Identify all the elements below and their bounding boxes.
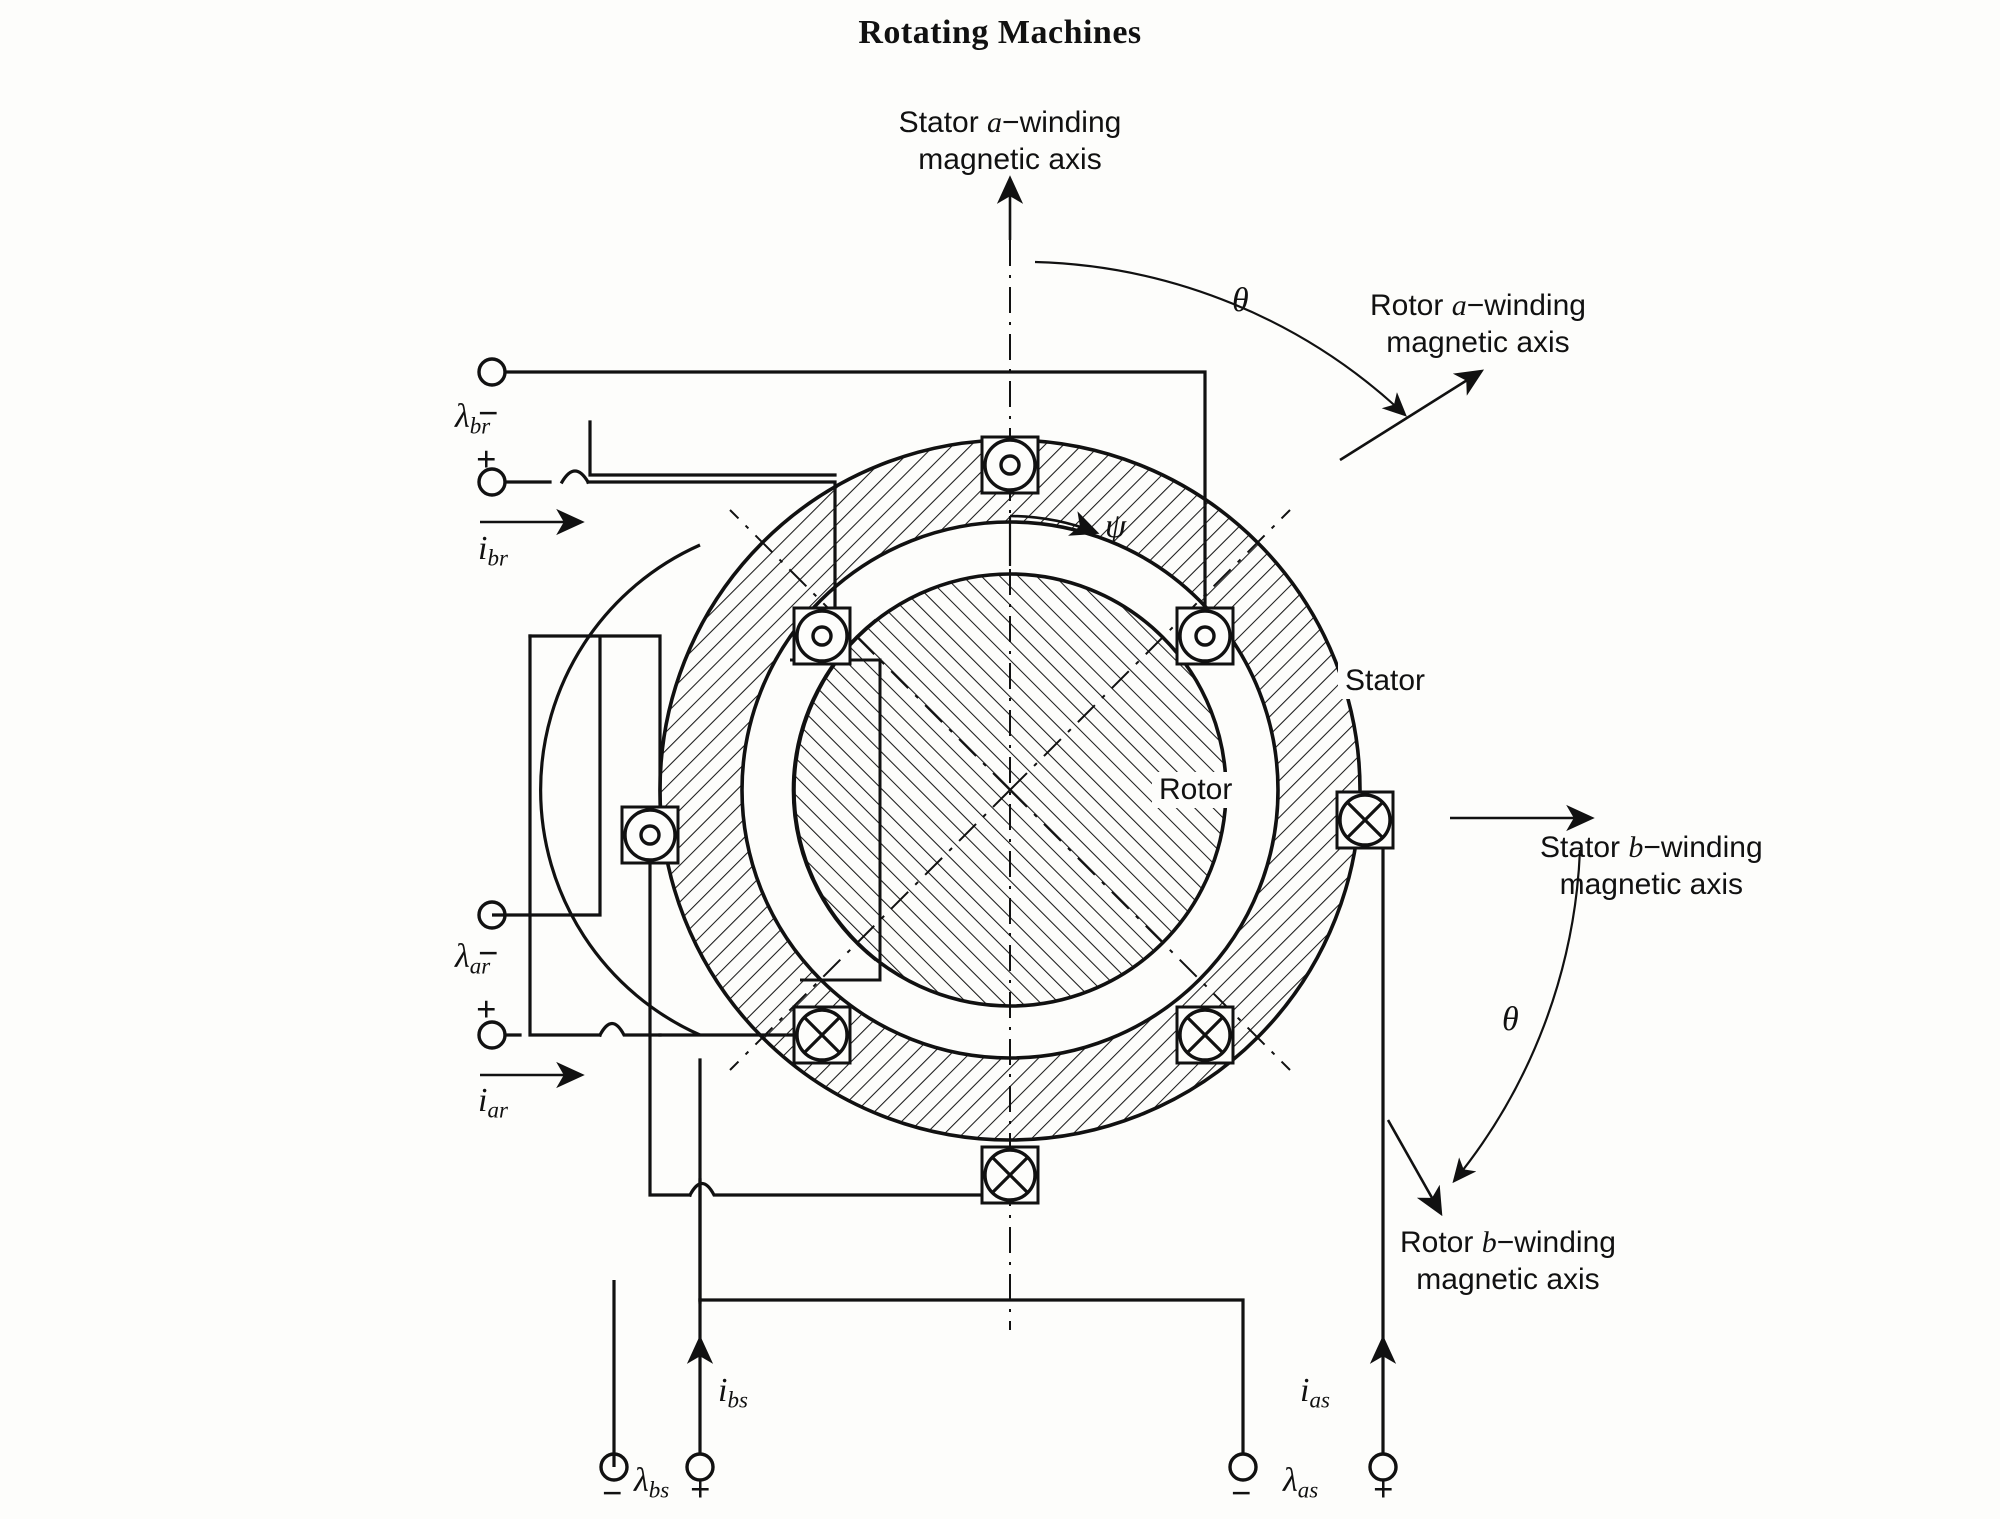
page-title: Rotating Machines [858,14,1142,51]
conductor-bs-cross [1335,790,1395,850]
psi-label: ψ [1105,508,1127,545]
br-minus-sign: − [478,393,499,433]
terminal-ar-plus [477,1020,507,1050]
rotor-a-axis-line1: Rotor a−winding [1370,289,1586,322]
rotor-b-axis-label: Rotor b−winding magnetic axis [1400,1225,1616,1298]
theta-top-label: θ [1232,282,1249,319]
theta-top-arc [1034,260,1407,417]
conductor-markers [620,435,1395,1205]
ar-minus-sign: − [478,933,499,973]
rotor-a-axis-arrow [1339,369,1485,462]
theta-right-label: θ [1502,1001,1519,1038]
i-bs-label: ibs [718,1372,748,1413]
stator-part-label: Stator [1338,663,1433,699]
stator-a-axis-line2: magnetic axis [918,142,1102,176]
conductor-ar-cross [1175,1005,1235,1065]
conductor-bs-dot [620,805,680,865]
rotor-b-axis-line1: Rotor b−winding [1400,1226,1616,1259]
stator-b-axis-label: Stator b−winding magnetic axis [1540,830,1763,903]
as-plus-sign: + [1373,1469,1394,1509]
terminal-as-plus [1368,1452,1398,1482]
conductor-as-dot [980,435,1040,495]
as-minus-sign: − [1231,1473,1252,1513]
current-arrows [480,508,1397,1435]
br-plus-sign: + [476,439,497,479]
conductor-as-cross [980,1145,1040,1205]
i-br-label: ibr [478,530,508,571]
conductor-br-cross [792,1005,852,1065]
terminal-as-minus [1228,1452,1258,1482]
terminal-leads [492,636,616,1467]
stator-a-axis-line1: Stator a−winding [898,106,1122,139]
bs-plus-sign: + [690,1469,711,1509]
conductor-br-dot [1175,606,1235,666]
terminal-br-plus [477,467,507,497]
magnetic-axis-arrows [996,175,1595,1217]
stator-a-axis-label: Stator a−winding magnetic axis [899,105,1122,178]
i-as-label: ias [1300,1372,1330,1413]
terminal-br-minus [477,357,507,387]
lambda-as-label: λas [1283,1462,1319,1503]
theta-arcs [1034,260,1582,1184]
rotor-a-axis-line2: magnetic axis [1386,325,1570,359]
stator-b-axis-line1: Stator b−winding [1540,831,1763,864]
rotor-b-axis-line2: magnetic axis [1416,1262,1600,1296]
lambda-bs-label: λbs [634,1462,670,1503]
conductor-ar-dot [792,606,852,666]
rotor-a-axis-label: Rotor a−winding magnetic axis [1370,288,1586,361]
lambda-br-label: λbr [455,398,491,439]
rotor-b-axis-arrow [1386,1119,1443,1217]
theta-right-arc [1452,849,1582,1184]
bs-minus-sign: − [602,1473,623,1513]
ar-plus-sign: + [476,989,497,1029]
stator-b-axis-line2: magnetic axis [1559,867,1744,901]
terminal-bs-plus [685,1452,715,1482]
stator-slot-pockets [539,543,701,1037]
rotor-part-label: Rotor [1152,772,1240,808]
lambda-ar-label: λar [455,938,491,979]
i-ar-label: iar [478,1082,508,1123]
psi-arrow [1008,511,1100,566]
terminal-posts[interactable] [477,357,1398,1482]
